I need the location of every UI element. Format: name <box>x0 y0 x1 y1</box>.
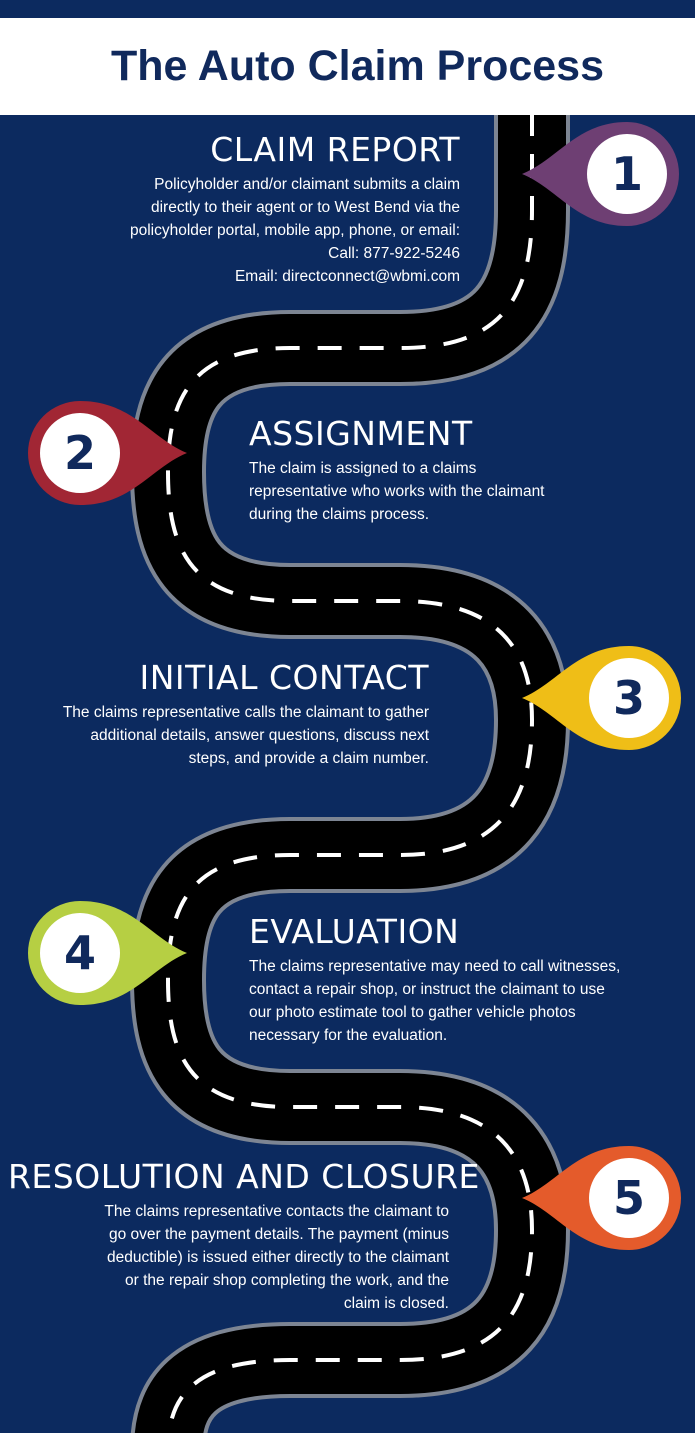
step-4-description: The claims representative may need to ca… <box>249 955 689 1047</box>
pin-4-circle <box>40 913 120 993</box>
pin-4: 4 <box>28 901 187 1005</box>
header-banner: The Auto Claim Process <box>0 18 695 115</box>
step-4-title: EVALUATION <box>249 912 460 951</box>
step-4-line: The claims representative may need to ca… <box>249 958 621 975</box>
step-1-line: directly to their agent or to West Bend … <box>150 199 460 216</box>
step-3-line: steps, and provide a claim number. <box>188 750 429 767</box>
step-2-line: representative who works with the claima… <box>249 483 545 500</box>
step-5-line: go over the payment details. The payment… <box>108 1226 449 1243</box>
pin-3: 3 <box>522 646 681 750</box>
step-1-phone: Call: 877-922-5246 <box>328 245 460 262</box>
step-resolution-and-closure: RESOLUTION AND CLOSURE The claims repres… <box>8 1157 480 1315</box>
step-3-title: INITIAL CONTACT <box>139 658 429 697</box>
step-1-title: CLAIM REPORT <box>210 130 460 169</box>
step-4-line: necessary for the evaluation. <box>249 1027 448 1044</box>
step-5-title: RESOLUTION AND CLOSURE <box>8 1157 480 1196</box>
step-4-line: our photo estimate tool to gather vehicl… <box>249 1004 576 1021</box>
page-title: The Auto Claim Process <box>110 42 605 90</box>
step-claim-report: CLAIM REPORT Policyholder and/or claiman… <box>40 130 460 288</box>
step-1-email: Email: directconnect@wbmi.com <box>234 268 460 285</box>
pin-2-circle <box>40 413 120 493</box>
pin-3-number: 3 <box>613 671 645 725</box>
pin-4-number: 4 <box>64 926 96 980</box>
step-3-description: The claims representative calls the clai… <box>8 701 429 770</box>
step-initial-contact: INITIAL CONTACT The claims representativ… <box>8 658 429 770</box>
step-2-title: ASSIGNMENT <box>249 414 473 453</box>
pin-1-circle <box>587 134 667 214</box>
pin-5-number: 5 <box>613 1171 645 1225</box>
pin-1: 1 <box>522 122 679 226</box>
pin-2: 2 <box>28 401 187 505</box>
pin-3-circle <box>589 658 669 738</box>
step-5-line: or the repair shop completing the work, … <box>125 1272 449 1289</box>
step-5-line: The claims representative contacts the c… <box>104 1203 449 1220</box>
step-assignment: ASSIGNMENT The claim is assigned to a cl… <box>249 414 669 526</box>
pin-5: 5 <box>522 1146 681 1250</box>
step-4-line: contact a repair shop, or instruct the c… <box>249 981 605 998</box>
step-evaluation: EVALUATION The claims representative may… <box>249 912 689 1047</box>
winding-road <box>130 112 570 1433</box>
step-2-line: during the claims process. <box>249 506 430 523</box>
step-3-line: The claims representative calls the clai… <box>62 704 429 721</box>
step-5-description: The claims representative contacts the c… <box>8 1200 449 1315</box>
step-2-description: The claim is assigned to a claims repres… <box>249 457 669 526</box>
step-1-line: policyholder portal, mobile app, phone, … <box>130 222 460 239</box>
step-5-line: deductible) is issued either directly to… <box>106 1249 449 1266</box>
pin-5-circle <box>589 1158 669 1238</box>
step-5-line: claim is closed. <box>343 1295 449 1312</box>
step-1-description: Policyholder and/or claimant submits a c… <box>40 173 460 288</box>
pin-1-number: 1 <box>611 147 643 201</box>
step-2-line: The claim is assigned to a claims <box>249 460 477 477</box>
step-3-line: additional details, answer questions, di… <box>90 727 429 744</box>
road-center-dashes <box>165 112 535 1433</box>
pin-2-number: 2 <box>64 426 96 480</box>
step-1-line: Policyholder and/or claimant submits a c… <box>154 176 460 193</box>
